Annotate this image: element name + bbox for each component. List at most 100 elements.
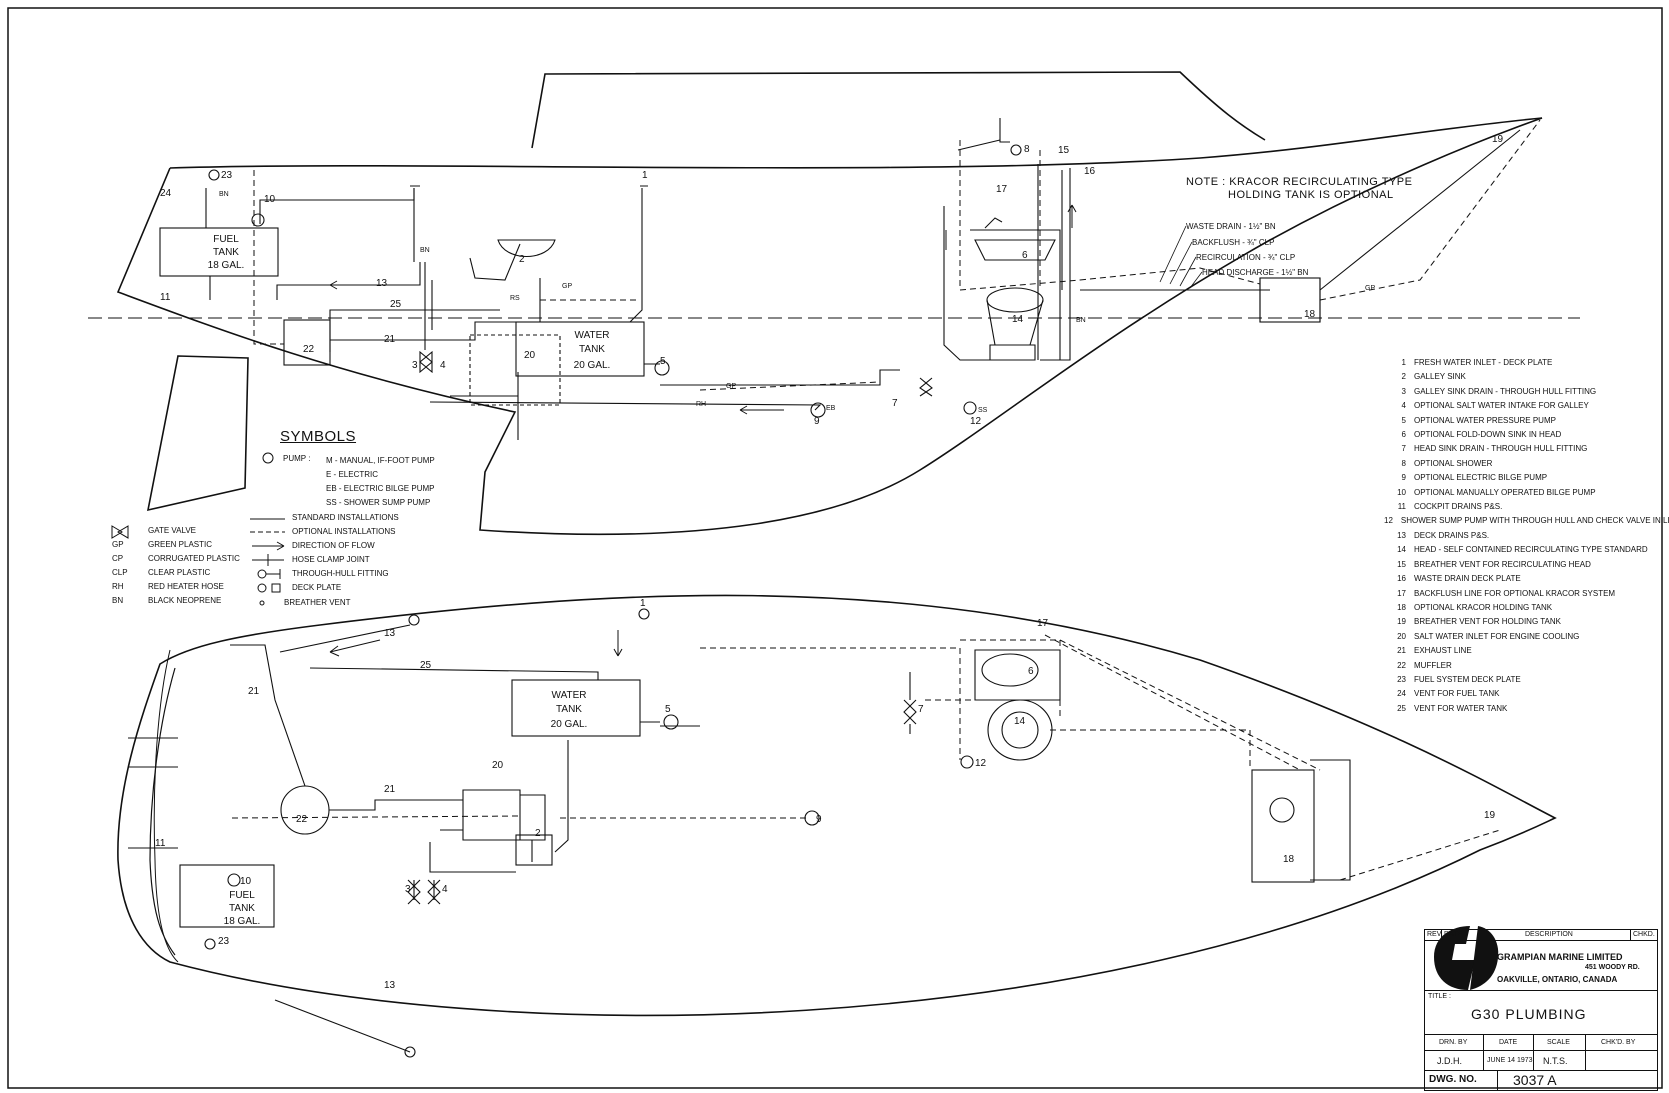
code-gp: GP bbox=[112, 540, 124, 549]
svg-text:12: 12 bbox=[970, 416, 982, 427]
svg-text:17: 17 bbox=[996, 184, 1008, 195]
svg-text:22: 22 bbox=[303, 344, 315, 355]
svg-text:10: 10 bbox=[264, 194, 276, 205]
water-tank-lower-label-3: 20 GAL. bbox=[551, 719, 588, 730]
svg-text:21: 21 bbox=[248, 686, 260, 697]
callout-leaders bbox=[1159, 225, 1203, 289]
svg-text:6: 6 bbox=[1028, 666, 1034, 677]
water-tank-label-3: 20 GAL. bbox=[574, 360, 611, 371]
engine-upper bbox=[469, 334, 561, 406]
svg-text:7: 7 bbox=[918, 704, 924, 715]
svg-text:6: 6 bbox=[1022, 250, 1028, 261]
company-address-2: OAKVILLE, ONTARIO, CANADA bbox=[1497, 975, 1618, 984]
line-type: BREATHER VENT bbox=[284, 598, 351, 607]
svg-text:8: 8 bbox=[1024, 144, 1030, 155]
legend-number: 16 bbox=[1397, 574, 1406, 584]
plan-optional-lines bbox=[231, 634, 1501, 881]
symbol-pump-label: PUMP : bbox=[283, 454, 311, 463]
svg-text:20: 20 bbox=[492, 760, 504, 771]
drawing-title: G30 PLUMBING bbox=[1471, 1006, 1587, 1022]
callout-head-discharge: HEAD DISCHARGE - 1½" BN bbox=[1202, 268, 1309, 277]
svg-text:9: 9 bbox=[814, 416, 820, 427]
side-plumbing bbox=[159, 118, 1521, 440]
fuel-tank-upper bbox=[159, 227, 279, 277]
callout-waste-drain: WASTE DRAIN - 1½" BN bbox=[1186, 222, 1276, 231]
pump-10-lower bbox=[227, 873, 241, 887]
title-label: TITLE : bbox=[1428, 993, 1451, 1000]
scale-value: N.T.S. bbox=[1543, 1056, 1568, 1066]
legend-text: WASTE DRAIN DECK PLATE bbox=[1414, 574, 1521, 584]
legend-number: 15 bbox=[1397, 559, 1406, 569]
legend-text: OPTIONAL WATER PRESSURE PUMP bbox=[1414, 415, 1556, 425]
chkd-by-label: CHK'D. BY bbox=[1601, 1039, 1636, 1046]
svg-text:3: 3 bbox=[412, 360, 418, 371]
svg-text:22: 22 bbox=[296, 814, 308, 825]
head-sink-lower bbox=[974, 649, 1061, 701]
date-label: DATE bbox=[1499, 1039, 1518, 1046]
line-type: OPTIONAL INSTALLATIONS bbox=[292, 527, 396, 536]
legend-text: COCKPIT DRAINS P&S. bbox=[1414, 502, 1503, 512]
description-header: DESCRIPTION bbox=[1525, 931, 1573, 938]
legend-text: FRESH WATER INLET - DECK PLATE bbox=[1414, 358, 1553, 367]
line-code: RH bbox=[696, 401, 706, 408]
plan-plumbing bbox=[128, 608, 1351, 1058]
gate-valve-7 bbox=[919, 377, 933, 397]
callout-numbers: 1 2 3 4 5 6 7 8 9 10 11 12 13 14 15 16 1… bbox=[155, 134, 1504, 991]
legend-text: OPTIONAL MANUALLY OPERATED BILGE PUMP bbox=[1414, 487, 1596, 497]
sheer-line bbox=[169, 117, 1543, 169]
gate-valve-4-lower bbox=[427, 879, 441, 905]
svg-text:3: 3 bbox=[405, 884, 411, 895]
svg-text:23: 23 bbox=[218, 936, 230, 947]
note-line-1: NOTE : KRACOR RECIRCULATING TYPE bbox=[1186, 176, 1413, 188]
legend-text: VENT FOR WATER TANK bbox=[1414, 703, 1508, 713]
line-code: EB bbox=[826, 405, 836, 412]
svg-text:16: 16 bbox=[1084, 166, 1096, 177]
side-elevation bbox=[116, 71, 1543, 536]
pump-5-lower bbox=[663, 714, 679, 730]
pump-type: EB - ELECTRIC BILGE PUMP bbox=[326, 484, 435, 493]
kracor-note: NOTE : KRACOR RECIRCULATING TYPE HOLDING… bbox=[1186, 176, 1412, 202]
side-optional-lines bbox=[253, 119, 1541, 391]
head-upper bbox=[986, 287, 1044, 313]
line-type: HOSE CLAMP JOINT bbox=[292, 555, 370, 564]
dwg-no-value: 3037 A bbox=[1513, 1072, 1557, 1088]
code-clp: CLP bbox=[112, 568, 128, 577]
drn-by-label: DRN. BY bbox=[1439, 1039, 1468, 1046]
line-code: GP bbox=[1365, 285, 1375, 292]
plan-view bbox=[117, 594, 1557, 1017]
code-cp: CP bbox=[112, 554, 124, 563]
svg-text:18: 18 bbox=[1304, 309, 1316, 320]
legend-text: FUEL SYSTEM DECK PLATE bbox=[1414, 674, 1521, 684]
cabin-trunk bbox=[531, 71, 1266, 149]
flow-symbol bbox=[252, 541, 285, 551]
through-hull-symbol bbox=[257, 569, 267, 579]
svg-text:25: 25 bbox=[390, 299, 402, 310]
scale-label: SCALE bbox=[1547, 1039, 1570, 1046]
legend-number: 9 bbox=[1401, 473, 1406, 483]
svg-text:11: 11 bbox=[155, 838, 166, 849]
svg-text:14: 14 bbox=[1012, 314, 1024, 325]
dwg-no-label: DWG. NO. bbox=[1429, 1074, 1477, 1085]
legend-text: BREATHER VENT FOR RECIRCULATING HEAD bbox=[1414, 559, 1591, 569]
legend-text: OPTIONAL ELECTRIC BILGE PUMP bbox=[1414, 473, 1548, 483]
water-tank-lower-label-1: WATER bbox=[552, 690, 587, 701]
legend-text: EXHAUST LINE bbox=[1414, 646, 1472, 656]
line-code: BN bbox=[1076, 317, 1086, 324]
legend-item: 16 WASTE DRAIN DECK PLATE bbox=[1384, 572, 1664, 586]
svg-text:13: 13 bbox=[384, 628, 396, 639]
svg-text:21: 21 bbox=[384, 334, 396, 345]
pump-12-lower bbox=[960, 755, 974, 769]
svg-text:14: 14 bbox=[1014, 716, 1026, 727]
svg-text:4: 4 bbox=[442, 884, 448, 895]
svg-text:18: 18 bbox=[1283, 854, 1295, 865]
